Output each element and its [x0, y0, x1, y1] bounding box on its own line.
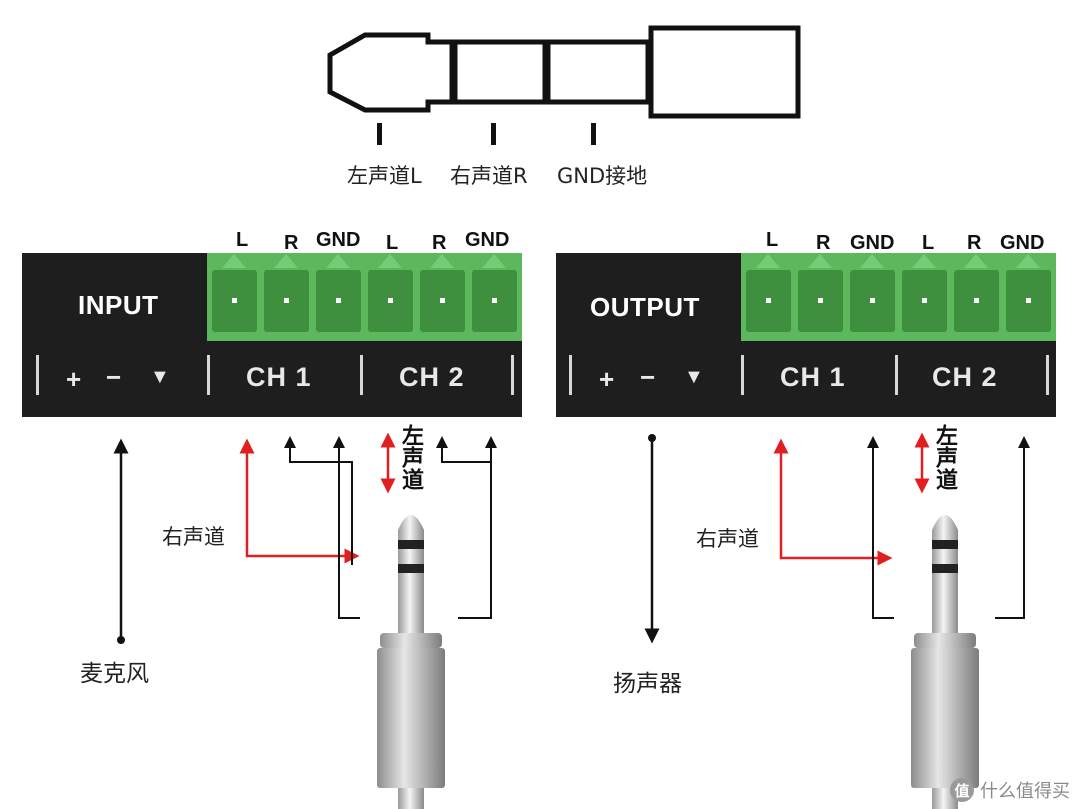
- output-divider-1: [569, 355, 572, 395]
- input-terminal-label-6: GND: [465, 229, 510, 251]
- speaker-label: 扬声器: [613, 671, 682, 697]
- watermark-logo-icon: 值: [950, 778, 974, 802]
- input-r-black-line: [284, 436, 353, 565]
- input-down-triangle: ▼: [150, 366, 170, 388]
- input-right-channel-note: 右声道: [162, 525, 225, 549]
- microphone-label: 麦克风: [80, 661, 149, 687]
- input-divider-2: [207, 355, 210, 395]
- output-terminal-label-3: GND: [850, 232, 895, 254]
- input-red-right-line: [239, 438, 360, 564]
- output-right-channel-note: 右声道: [696, 527, 759, 551]
- output-ch2-label: CH 2: [932, 362, 998, 392]
- plug-tip-shape: [327, 32, 455, 113]
- label-left-channel: 左声道L: [347, 164, 422, 188]
- watermark-text: 什么值得买: [980, 781, 1070, 802]
- input-left-channel-note: 左声道: [398, 424, 423, 490]
- label-gnd: GND接地: [557, 164, 648, 188]
- output-jack-plug: [911, 515, 979, 809]
- input-terminal-label-2: R: [284, 232, 299, 254]
- output-terminal-label-1: L: [766, 229, 779, 251]
- watermark: 值 什么值得买: [950, 777, 1070, 803]
- output-terminal-label-2: R: [816, 232, 831, 254]
- output-r-black-line: [867, 436, 894, 619]
- input-jack-plug: [377, 515, 445, 809]
- mic-arrow: [113, 438, 129, 644]
- input-divider-4: [511, 355, 514, 395]
- input-panel-title: INPUT: [78, 290, 159, 320]
- output-red-right-line: [773, 438, 893, 566]
- plug-body-shape: [648, 25, 801, 119]
- input-divider-3: [360, 355, 363, 395]
- output-terminal-label-4: L: [922, 232, 935, 254]
- speaker-arrow: [644, 434, 660, 644]
- input-ch1-label: CH 1: [246, 362, 312, 392]
- input-terminal-label-5: R: [432, 232, 447, 254]
- output-divider-4: [1046, 355, 1049, 395]
- output-plus: +: [599, 364, 615, 394]
- input-ch2-label: CH 2: [399, 362, 465, 392]
- output-terminal-label-6: GND: [1000, 232, 1045, 254]
- tick-gnd: [591, 123, 596, 145]
- input-ch2-r-line: [436, 436, 490, 463]
- output-ch2-line: [995, 436, 1030, 619]
- label-right-channel: 右声道R: [450, 164, 528, 188]
- tick-right: [491, 123, 496, 145]
- output-down-triangle: ▼: [684, 366, 704, 388]
- input-ch2-gnd-line: [458, 436, 497, 619]
- plug-sleeve-shape: [545, 39, 651, 105]
- input-terminal-label-3: GND: [316, 229, 361, 251]
- output-divider-3: [895, 355, 898, 395]
- output-ch1-label: CH 1: [780, 362, 846, 392]
- output-minus: −: [640, 362, 656, 392]
- input-terminal-label-4: L: [386, 232, 399, 254]
- input-terminal-label-1: L: [236, 229, 249, 251]
- plug-ring-shape: [452, 39, 548, 105]
- input-gnd-black-line: [333, 436, 360, 619]
- output-terminal-label-5: R: [967, 232, 982, 254]
- input-divider-1: [36, 355, 39, 395]
- input-minus: −: [106, 362, 122, 392]
- output-left-channel-note: 左声道: [932, 424, 957, 490]
- output-panel-title: OUTPUT: [590, 292, 700, 322]
- tick-left: [377, 123, 382, 145]
- output-divider-2: [741, 355, 744, 395]
- input-plus: +: [66, 364, 82, 394]
